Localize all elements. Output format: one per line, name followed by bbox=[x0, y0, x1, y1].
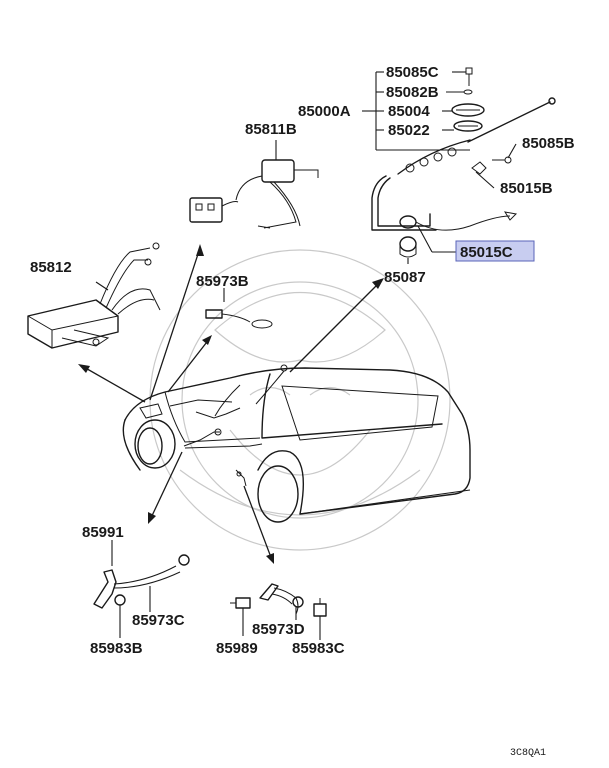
label-85085b[interactable]: 85085B bbox=[522, 135, 575, 152]
bracket-85000a bbox=[362, 71, 517, 264]
relay-85811b bbox=[189, 140, 319, 229]
pointer-arrows bbox=[78, 244, 384, 564]
label-85004[interactable]: 85004 bbox=[388, 103, 430, 120]
label-85983b[interactable]: 85983B bbox=[90, 640, 143, 657]
label-85973d[interactable]: 85973D bbox=[252, 621, 305, 638]
label-85085c[interactable]: 85085C bbox=[386, 64, 439, 81]
label-85973b[interactable]: 85973B bbox=[196, 273, 249, 290]
strap-85973b bbox=[205, 288, 273, 329]
label-85973c[interactable]: 85973C bbox=[132, 612, 185, 629]
bracket-85989-group bbox=[230, 583, 327, 640]
label-85989[interactable]: 85989 bbox=[216, 640, 258, 657]
label-85812[interactable]: 85812 bbox=[30, 259, 72, 276]
label-85087[interactable]: 85087 bbox=[384, 269, 426, 286]
bracket-85991-group bbox=[93, 540, 190, 638]
diagram-code: 3C8QA1 bbox=[510, 748, 546, 759]
label-85983c[interactable]: 85983C bbox=[292, 640, 345, 657]
label-85022[interactable]: 85022 bbox=[388, 122, 430, 139]
module-85812 bbox=[27, 242, 161, 349]
label-85082b[interactable]: 85082B bbox=[386, 84, 439, 101]
label-85991[interactable]: 85991 bbox=[82, 524, 124, 541]
label-85000a[interactable]: 85000A bbox=[298, 103, 351, 120]
part-labels: 85085C 85082B 85000A 85004 85022 85085B … bbox=[30, 64, 575, 759]
label-85811b[interactable]: 85811B bbox=[245, 121, 297, 138]
car-body bbox=[122, 364, 471, 523]
antenna-assembly bbox=[371, 67, 556, 258]
watermark-emblem bbox=[149, 249, 451, 551]
label-85015c[interactable]: 85015C bbox=[460, 244, 513, 261]
label-85015b[interactable]: 85015B bbox=[500, 180, 553, 197]
highlight-box bbox=[455, 240, 535, 262]
